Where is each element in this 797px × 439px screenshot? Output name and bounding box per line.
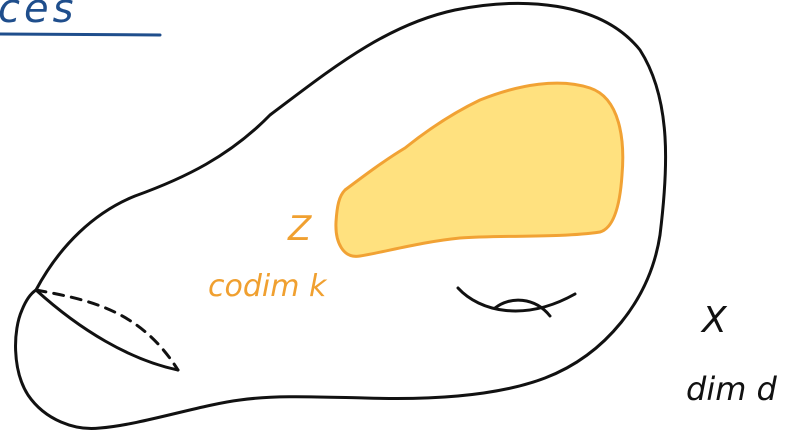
variety-dim-label: dim d (686, 370, 778, 408)
heading-underline (0, 34, 160, 35)
variety-x-label: X (700, 300, 728, 341)
heading-text: ces (0, 0, 77, 32)
subvariety-z-region (336, 83, 623, 256)
hole-sketch (458, 288, 575, 316)
subvariety-codim-label: codim k (208, 269, 328, 304)
heading: ces (0, 0, 160, 35)
subvariety-z-label: Z (287, 209, 312, 249)
neck-section-back (36, 290, 178, 370)
hole-upper-arc (495, 300, 550, 316)
neck-section-front (36, 290, 178, 370)
